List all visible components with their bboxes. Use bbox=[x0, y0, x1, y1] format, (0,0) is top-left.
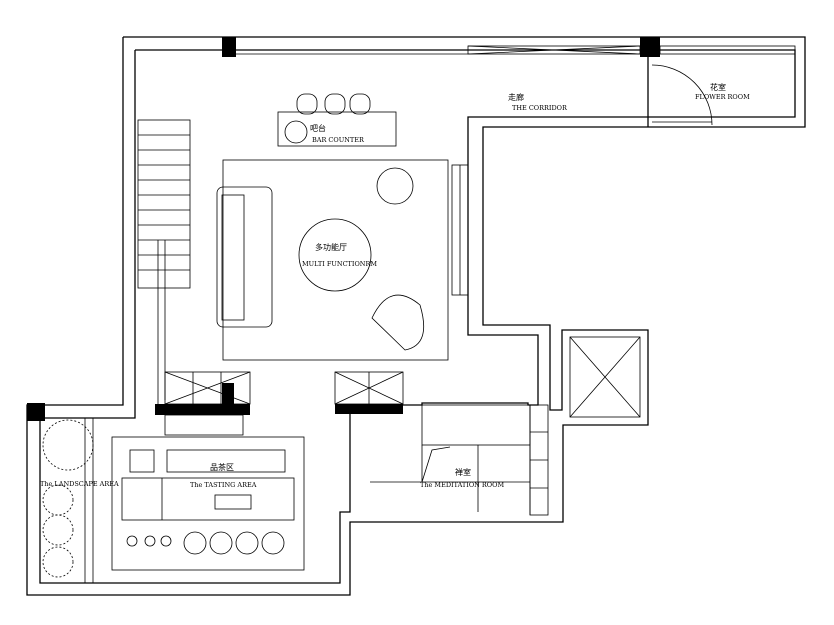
tasting-area bbox=[111, 436, 305, 571]
multi-en: MULTI FUNCTIONRM bbox=[302, 260, 377, 268]
bar-counter bbox=[277, 93, 397, 147]
cabinets bbox=[155, 371, 404, 436]
column bbox=[640, 37, 660, 57]
bar-en: BAR COUNTER bbox=[312, 136, 365, 144]
multi-room-furniture bbox=[216, 159, 469, 361]
tasting-en: The TASTING AREA bbox=[190, 481, 257, 489]
flower-en: FLOWER ROOM bbox=[695, 93, 750, 101]
outer-wall bbox=[26, 36, 806, 596]
meditation-room bbox=[370, 404, 549, 516]
inner-wall bbox=[39, 49, 796, 584]
flower-zh: 花室 bbox=[710, 82, 726, 92]
bar-zh: 吧台 bbox=[310, 123, 326, 133]
meditation-zh: 禅室 bbox=[455, 467, 471, 477]
corridor-zh: 走廊 bbox=[508, 92, 524, 102]
elevator bbox=[569, 336, 641, 418]
window-strip bbox=[236, 45, 796, 55]
door-swing bbox=[651, 64, 713, 126]
landscape-en: The LANDSCAPE AREA bbox=[40, 480, 119, 488]
landscape-plants bbox=[42, 418, 94, 583]
multi-zh: 多功能厅 bbox=[315, 242, 347, 252]
column bbox=[222, 37, 236, 57]
meditation-en: The MEDITATION ROOM bbox=[420, 481, 504, 489]
corridor-en: THE CORRIDOR bbox=[512, 104, 568, 112]
staircase bbox=[137, 119, 191, 411]
column bbox=[27, 403, 45, 421]
tasting-zh: 品茶区 bbox=[210, 462, 234, 472]
